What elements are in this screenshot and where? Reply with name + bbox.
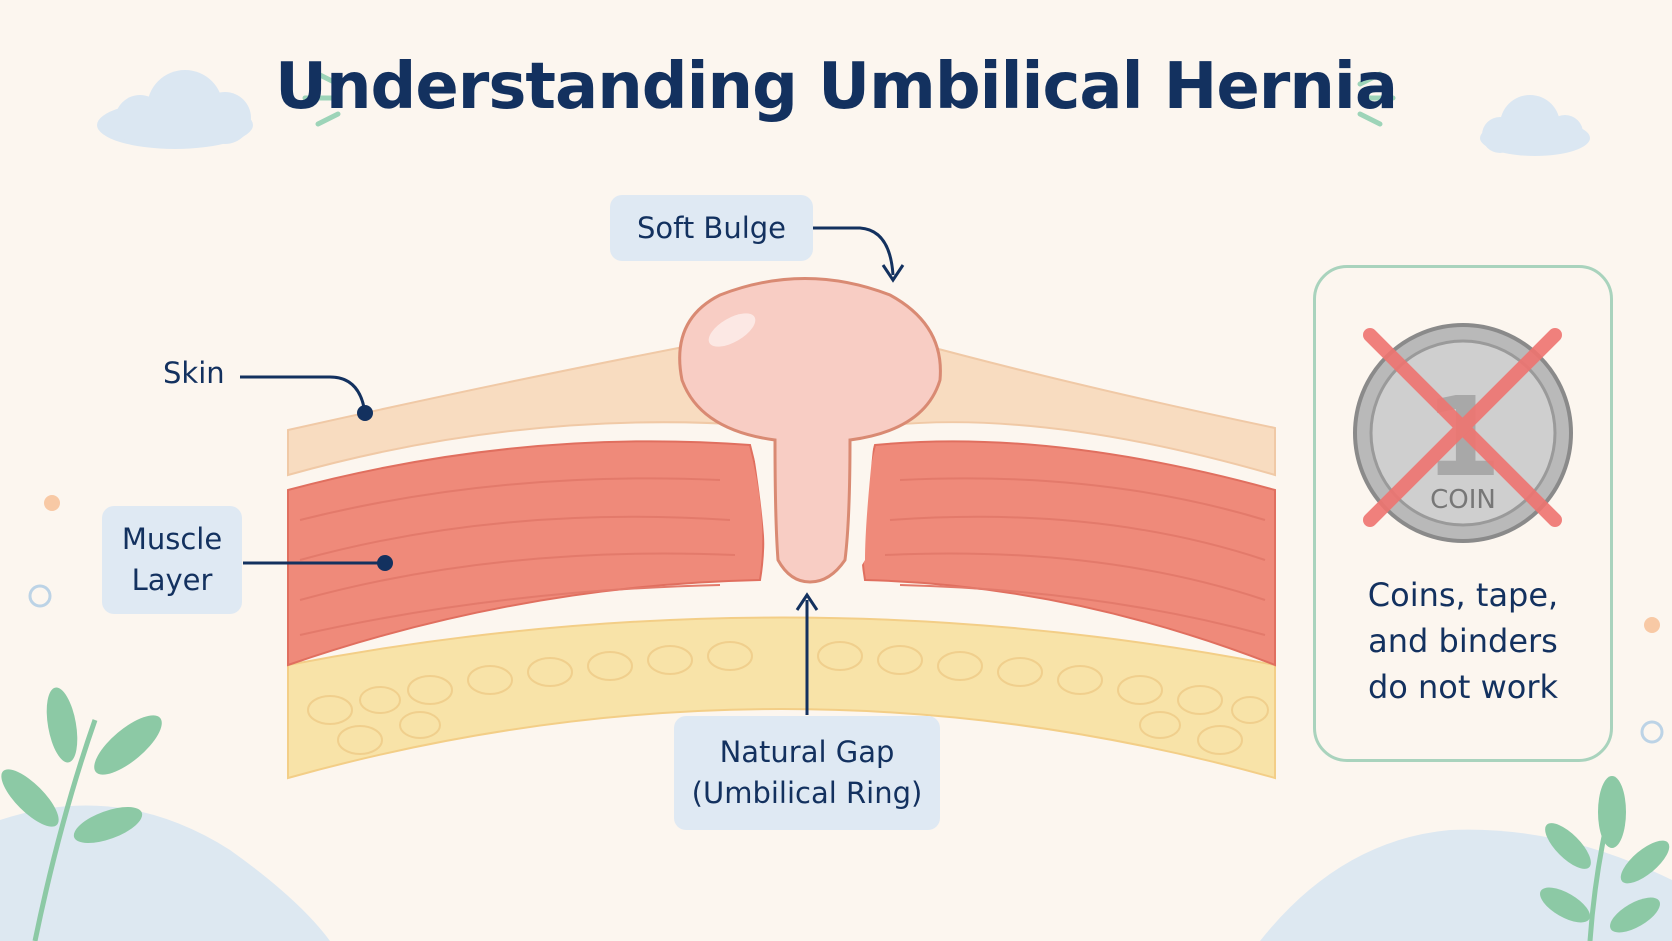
muscle-label-line2: Layer	[131, 563, 213, 597]
cloud-left-icon	[97, 70, 253, 149]
warning-card	[1313, 265, 1613, 762]
ring-right	[1640, 720, 1664, 744]
page-title: Understanding Umbilical Hernia	[275, 50, 1398, 124]
svg-text:COIN: COIN	[1430, 485, 1496, 515]
ring-left	[28, 584, 52, 608]
gap-label-line1: Natural Gap	[719, 735, 895, 770]
dot-orange-left	[44, 495, 60, 511]
fat-layer	[287, 616, 1276, 780]
skin-connector	[240, 375, 367, 414]
bulge-connector	[812, 226, 895, 276]
sparkle-left-icon	[302, 71, 341, 127]
muscle-label-line1: Muscle	[121, 522, 223, 557]
bulge-highlight	[708, 313, 756, 347]
hernia-bulge	[678, 277, 942, 584]
warning-text: Coins, tape, and binders do not work	[1313, 572, 1613, 710]
warning-line3: do not work	[1367, 668, 1559, 706]
natural-gap-label: Natural Gap (Umbilical Ring)	[674, 716, 940, 830]
skin-label: Skin	[163, 356, 225, 390]
warning-line2: and binders	[1368, 622, 1558, 660]
soft-bulge-label: Soft Bulge	[610, 195, 813, 261]
muscle-layer-label: Muscle Layer	[102, 506, 242, 614]
leaf-sprig-right-icon	[1540, 776, 1670, 941]
gap-label-line2: (Umbilical Ring)	[691, 776, 923, 810]
bulge-arrow-head	[881, 264, 905, 283]
cloud-right-icon	[1480, 95, 1590, 156]
muscle-fibers	[299, 477, 1266, 636]
gap-arrow-head	[795, 592, 819, 611]
muscle-marker	[377, 555, 393, 571]
skin-marker	[357, 405, 373, 421]
sparkle-right-icon	[1357, 71, 1396, 127]
leaf-sprig-left-icon	[1, 687, 162, 941]
warning-line1: Coins, tape,	[1367, 576, 1559, 614]
dot-orange-right	[1644, 617, 1660, 633]
cross-icon	[1363, 328, 1562, 527]
tissue-cross-section	[287, 277, 1276, 780]
fat-cells	[307, 641, 1269, 755]
